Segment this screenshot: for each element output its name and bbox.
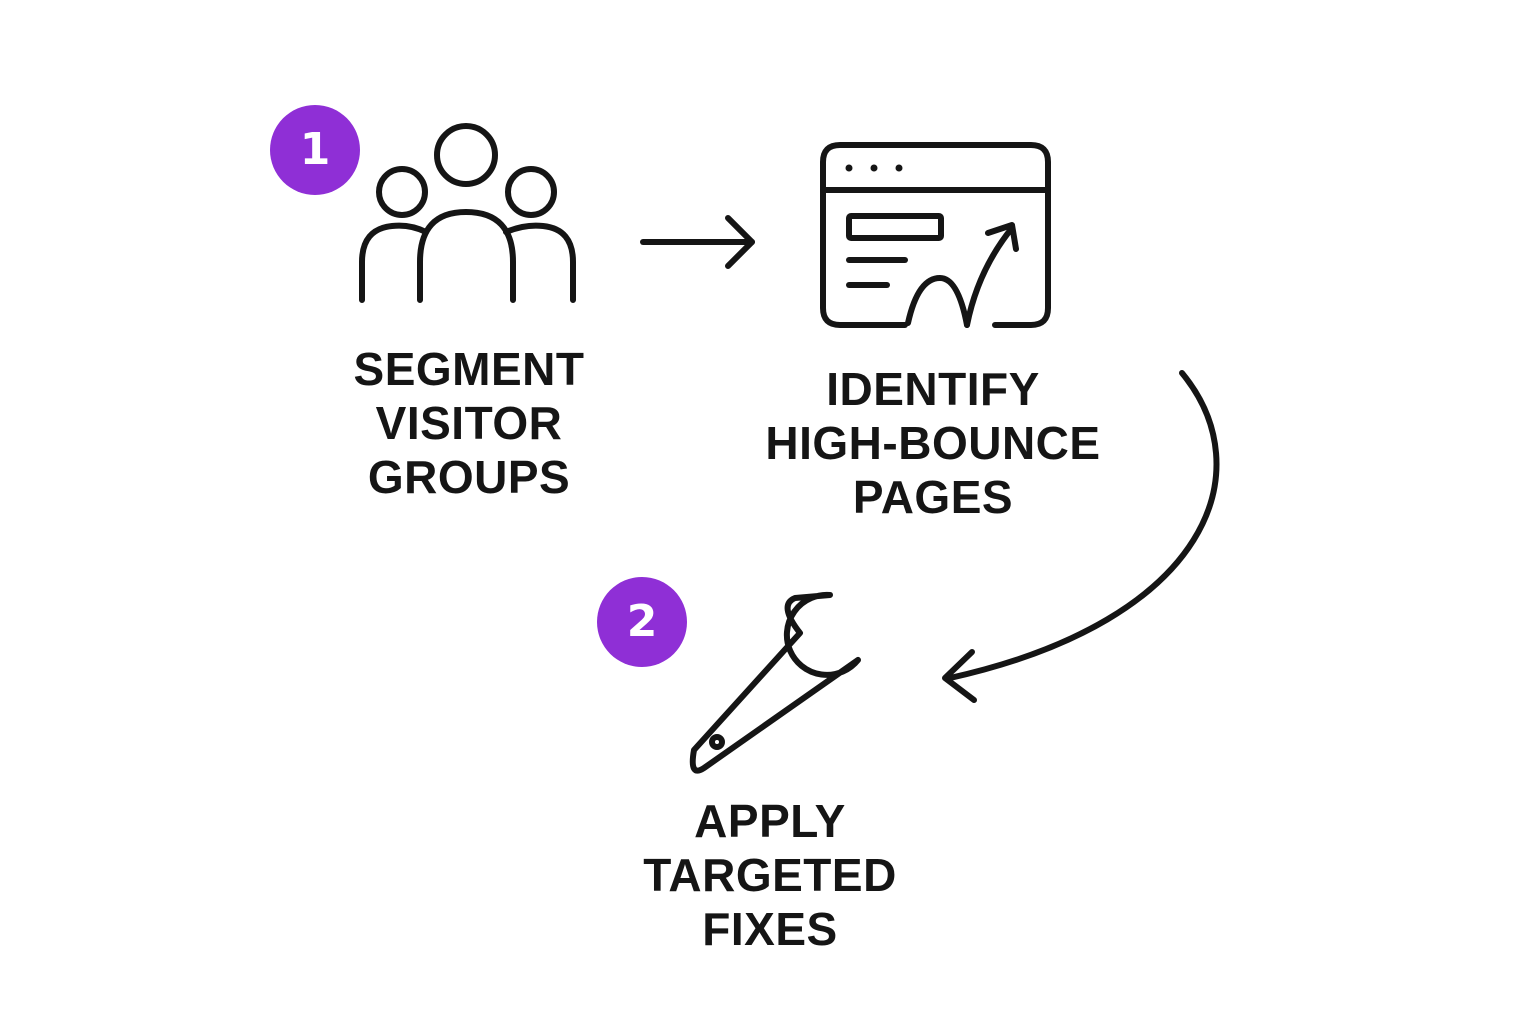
step-label-identify-high-bounce-pages: IDENTIFY HIGH-BOUNCE PAGES [723, 362, 1143, 524]
arrow-right-icon [640, 215, 755, 269]
badge-number: 2 [626, 596, 658, 647]
step-label-line: TARGETED [643, 849, 897, 901]
step-number-badge-1: 1 [270, 105, 360, 195]
step-label-segment-visitor-groups: SEGMENT VISITOR GROUPS [259, 342, 679, 504]
step-number-badge-2: 2 [597, 577, 687, 667]
badge-number: 1 [299, 124, 331, 175]
curved-arrow-icon [942, 370, 1220, 703]
step-label-line: FIXES [702, 903, 838, 955]
step-label-line: VISITOR [375, 397, 563, 449]
step-label-line: PAGES [852, 471, 1014, 523]
people-group-icon [359, 123, 576, 303]
step-label-apply-targeted-fixes: APPLY TARGETED FIXES [560, 794, 980, 956]
webpage-bounce-icon [820, 142, 1051, 328]
step-label-line: SEGMENT [353, 343, 585, 395]
step-label-line: HIGH-BOUNCE [765, 417, 1101, 469]
step-label-line: IDENTIFY [826, 363, 1040, 415]
step-label-line: APPLY [694, 795, 846, 847]
wrench-icon [689, 591, 861, 774]
step-label-line: GROUPS [367, 451, 571, 503]
